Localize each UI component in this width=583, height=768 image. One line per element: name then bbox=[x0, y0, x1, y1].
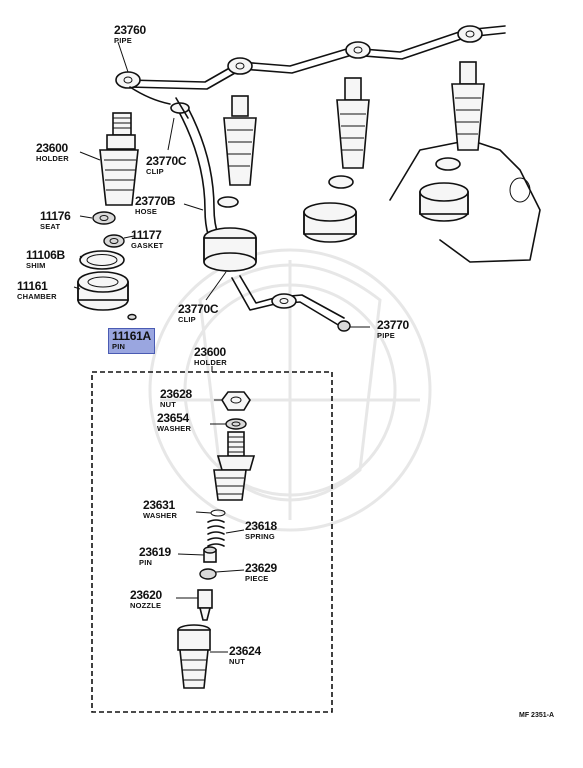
label-11161a-pin-highlighted[interactable]: 11161A PIN bbox=[108, 328, 155, 354]
watermark-emblem bbox=[148, 248, 432, 532]
washer-23654[interactable] bbox=[225, 418, 247, 430]
part-number: 23618 bbox=[245, 519, 277, 533]
label-23628-nut[interactable]: 23628 NUT bbox=[160, 388, 192, 409]
label-23770c-clip-upper[interactable]: 23770C CLIP bbox=[146, 154, 187, 176]
part-number: 11176 bbox=[40, 209, 71, 223]
shim[interactable] bbox=[79, 250, 125, 270]
part-name: HOSE bbox=[135, 207, 158, 216]
part-name: NUT bbox=[229, 657, 246, 666]
injector-holder-left[interactable] bbox=[99, 112, 139, 206]
label-23620-nozzle[interactable]: 23620 NOZZLE bbox=[130, 589, 162, 610]
part-name: PIECE bbox=[245, 574, 269, 583]
label-11177-gasket[interactable]: 11177 GASKET bbox=[131, 229, 163, 250]
label-23600-holder[interactable]: 23600 HOLDER bbox=[36, 142, 69, 163]
seat-washer[interactable] bbox=[92, 211, 116, 225]
label-23618-spring[interactable]: 23618 SPRING bbox=[245, 520, 277, 541]
fuel-pipe-manifold[interactable] bbox=[115, 25, 506, 105]
label-23770c-clip-lower[interactable]: 23770C CLIP bbox=[178, 302, 219, 324]
gasket[interactable] bbox=[103, 234, 125, 248]
distance-piece[interactable] bbox=[199, 568, 217, 580]
part-name: SEAT bbox=[40, 222, 61, 231]
part-name: CHAMBER bbox=[17, 292, 57, 301]
nozzle-nut[interactable] bbox=[177, 624, 211, 689]
part-name: WASHER bbox=[143, 511, 178, 520]
installed-injector-2 bbox=[303, 77, 370, 243]
part-name: NUT bbox=[160, 400, 177, 409]
part-name: PIN bbox=[112, 342, 126, 351]
part-name: CLIP bbox=[178, 315, 196, 324]
part-number: 23620 bbox=[130, 588, 162, 602]
part-number: 11161A bbox=[112, 329, 151, 343]
part-number: 23628 bbox=[160, 387, 192, 401]
part-name: HOLDER bbox=[194, 358, 227, 367]
part-number: 23600 bbox=[194, 345, 226, 359]
label-11176-seat[interactable]: 11176 SEAT bbox=[40, 210, 71, 231]
part-number: 23631 bbox=[143, 498, 175, 512]
part-number: 23654 bbox=[157, 411, 189, 425]
part-number: 23770 bbox=[377, 318, 409, 332]
part-name: CLIP bbox=[146, 167, 164, 176]
diagram-code: MF 2351-A bbox=[519, 712, 555, 719]
holder-body[interactable] bbox=[213, 431, 256, 501]
part-number: 23760 bbox=[114, 23, 146, 37]
label-23770b-hose[interactable]: 23770B HOSE bbox=[135, 194, 176, 216]
label-23619-pin[interactable]: 23619 PIN bbox=[139, 546, 171, 567]
label-23600-holder-assembly[interactable]: 23600 HOLDER bbox=[194, 346, 227, 367]
combustion-chamber[interactable] bbox=[77, 271, 129, 311]
part-number: 23624 bbox=[229, 644, 261, 658]
label-11161-chamber[interactable]: 11161 CHAMBER bbox=[17, 280, 57, 301]
part-number: 23629 bbox=[245, 561, 277, 575]
part-name: SHIM bbox=[26, 261, 46, 270]
part-name: WASHER bbox=[157, 424, 192, 433]
part-number: 23770C bbox=[178, 302, 219, 316]
label-23624-nut[interactable]: 23624 NUT bbox=[229, 645, 261, 666]
installed-injector-3 bbox=[389, 61, 541, 263]
installed-injector-1 bbox=[203, 95, 257, 272]
part-number: 23770B bbox=[135, 194, 176, 208]
part-name: PIN bbox=[139, 558, 153, 567]
pressure-spring[interactable] bbox=[207, 519, 225, 547]
nozzle[interactable] bbox=[197, 589, 213, 621]
label-23629-piece[interactable]: 23629 PIECE bbox=[245, 562, 277, 583]
label-11106b-shim[interactable]: 11106B SHIM bbox=[26, 249, 65, 270]
part-name: PIPE bbox=[114, 36, 132, 45]
retaining-nut[interactable] bbox=[221, 391, 251, 411]
part-number: 11106B bbox=[26, 248, 65, 262]
label-23760-pipe[interactable]: 23760 PIPE bbox=[114, 24, 146, 45]
spring-pin[interactable] bbox=[203, 546, 217, 563]
part-number: 23619 bbox=[139, 545, 171, 559]
label-23770-pipe[interactable]: 23770 PIPE bbox=[377, 319, 409, 340]
part-number: 23770C bbox=[146, 154, 187, 168]
hose-clip-upper[interactable] bbox=[170, 97, 190, 119]
part-name: SPRING bbox=[245, 532, 275, 541]
return-pipe[interactable] bbox=[231, 275, 351, 332]
part-name: GASKET bbox=[131, 241, 164, 250]
part-number: 11161 bbox=[17, 279, 48, 293]
pin-11161a[interactable] bbox=[127, 313, 137, 321]
holder-exploded-frame bbox=[91, 366, 333, 713]
label-23654-washer[interactable]: 23654 WASHER bbox=[157, 412, 191, 433]
part-number: 11177 bbox=[131, 228, 162, 242]
part-number: 23600 bbox=[36, 141, 68, 155]
part-name: NOZZLE bbox=[130, 601, 162, 610]
part-name: HOLDER bbox=[36, 154, 69, 163]
part-name: PIPE bbox=[377, 331, 395, 340]
label-23631-washer[interactable]: 23631 WASHER bbox=[143, 499, 177, 520]
